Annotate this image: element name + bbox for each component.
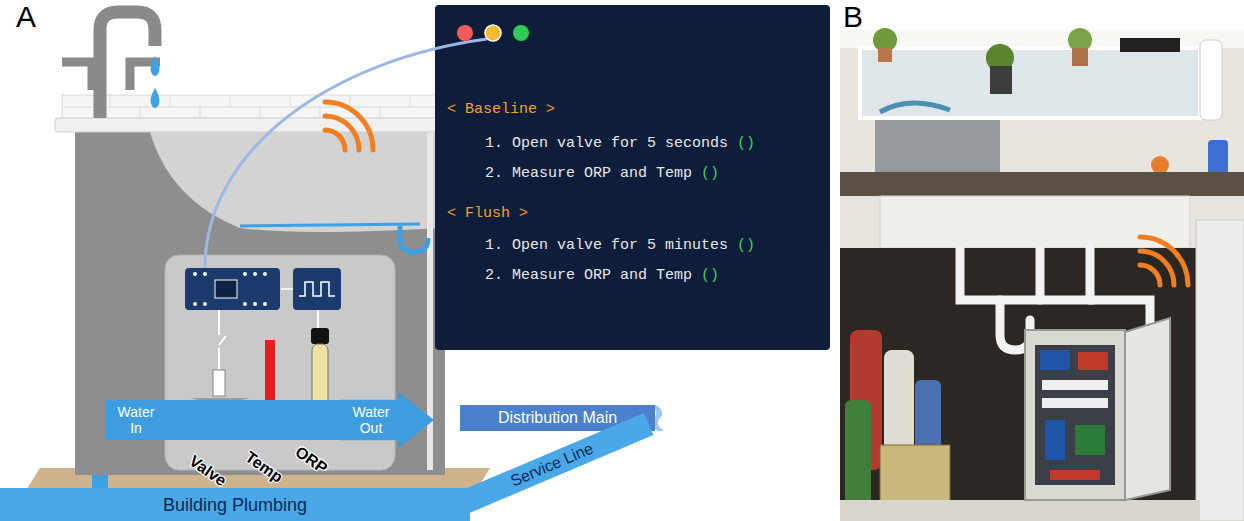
sink-water <box>240 224 420 226</box>
dish <box>880 103 950 112</box>
node-label: Service Line <box>508 440 596 491</box>
section-heading: < Flush > <box>447 205 528 223</box>
panel-letter: A <box>16 0 36 34</box>
code-line: 1. Open valve for 5 minutes <box>485 237 728 255</box>
plants <box>873 28 1092 94</box>
cabinet-door <box>1196 220 1244 521</box>
backsplash-tiles <box>62 95 445 120</box>
wire <box>281 288 293 290</box>
window-sign <box>1120 38 1180 52</box>
dish-rack <box>875 120 1000 178</box>
code-parens: () <box>701 267 719 285</box>
code-parens: () <box>737 237 755 255</box>
code-line: 2. Measure ORP and Temp <box>485 165 692 183</box>
microcontroller-board <box>185 268 280 310</box>
code-parens: () <box>701 165 719 183</box>
box <box>880 445 950 505</box>
flow-arrow-in: Water In <box>105 400 167 440</box>
chip <box>215 280 237 298</box>
faucet-handle <box>62 62 92 90</box>
node-label: Building Plumbing <box>163 495 307 515</box>
square-wave <box>299 282 335 296</box>
code-line: 1. Open valve for 5 seconds <box>485 135 728 153</box>
tile-lines <box>62 95 445 120</box>
wifi-arcs <box>1140 237 1188 285</box>
photo-background <box>840 30 1244 521</box>
signal-board <box>293 268 341 310</box>
section-heading: < Baseline > <box>447 101 555 119</box>
water-drop <box>151 88 160 108</box>
window <box>860 48 1200 118</box>
window-frame <box>840 30 1244 48</box>
board-pins <box>193 272 267 306</box>
enclosure-door <box>1125 318 1170 500</box>
paper-towel <box>1200 40 1222 120</box>
sink-basin <box>150 132 440 232</box>
node-label: Water In <box>111 404 161 436</box>
node-label: Water Out <box>346 404 396 436</box>
orp-cap <box>311 328 329 344</box>
panel-letter: B <box>843 0 863 34</box>
valve-switch <box>219 310 226 372</box>
counter-rim <box>55 118 447 132</box>
code-line: 2. Measure ORP and Temp <box>485 267 692 285</box>
cabinet-interior <box>840 248 1200 521</box>
electronics <box>1035 345 1115 485</box>
circuit-parts <box>1040 350 1108 480</box>
code-parens: () <box>737 135 755 153</box>
wifi-arcs <box>325 102 373 150</box>
temp-sensor <box>265 340 275 400</box>
building-plumbing: Building Plumbing <box>0 488 470 521</box>
valve-actuator <box>213 370 225 396</box>
sensor-enclosure <box>1025 330 1125 500</box>
sink-front <box>880 196 1190 248</box>
wire <box>317 310 319 330</box>
cabinet-floor <box>840 500 1200 521</box>
p-trap <box>400 226 428 252</box>
water-drop <box>151 56 160 76</box>
orange-object <box>1151 156 1169 174</box>
flow-band <box>165 400 342 440</box>
countertop <box>840 172 1244 196</box>
cabinet <box>75 130 445 475</box>
node-label: Distribution Main <box>498 409 617 427</box>
code-window: < Baseline > 1. Open valve for 5 seconds (… <box>435 5 830 350</box>
